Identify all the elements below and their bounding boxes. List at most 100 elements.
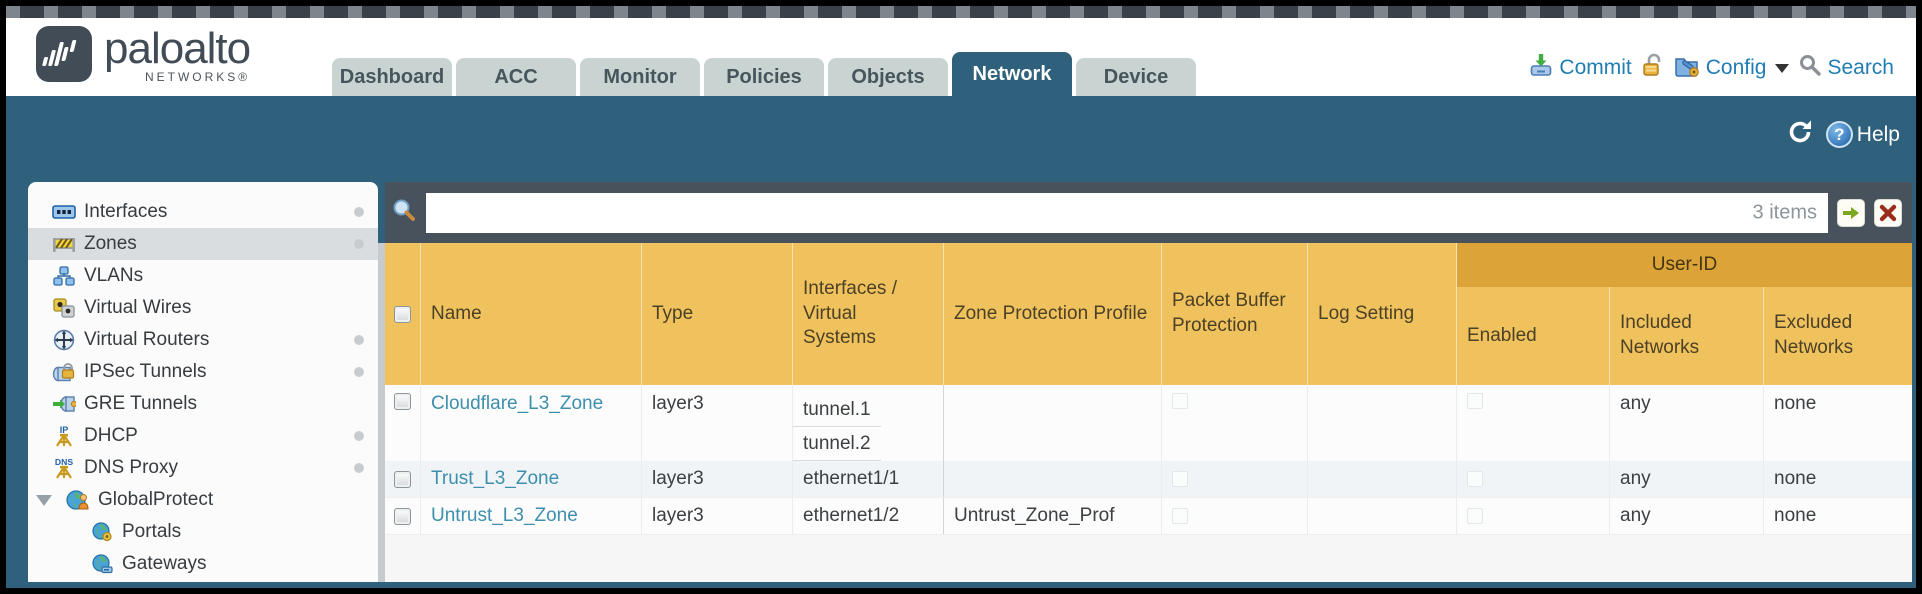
col-header-packet-buffer-protection[interactable]: Packet Buffer Protection	[1162, 243, 1308, 385]
tab-objects[interactable]: Objects	[828, 58, 948, 96]
col-header-type[interactable]: Type	[642, 243, 793, 385]
col-header-name[interactable]: Name	[421, 243, 642, 385]
sidebar-item-label: DHCP	[84, 425, 138, 446]
sidebar-item-virtual-wires[interactable]: Virtual Wires	[28, 292, 378, 324]
item-status-dot	[354, 431, 364, 441]
sidebar-item-label: Zones	[84, 233, 137, 254]
zones-table-header: User-ID Name Type Interfaces / Virtual S…	[385, 243, 1912, 385]
included-networks-cell: any	[1610, 461, 1764, 497]
tab-monitor[interactable]: Monitor	[580, 58, 700, 96]
sidebar-item-vlans[interactable]: VLANs	[28, 260, 378, 292]
interface-entry: tunnel.2	[793, 427, 881, 461]
search-icon	[1798, 53, 1822, 83]
sidebar-item-label: Virtual Routers	[84, 329, 210, 350]
lock-icon[interactable]	[1641, 52, 1665, 84]
sidebar-item-zones[interactable]: Zones	[28, 228, 378, 260]
top-dashed-strip	[6, 6, 1916, 18]
tab-acc[interactable]: ACC	[456, 58, 576, 96]
zone-type-cell: layer3	[642, 461, 793, 497]
packet-buffer-checkbox[interactable]	[1172, 508, 1188, 524]
row-checkbox[interactable]	[394, 470, 411, 488]
sidebar-item-globalprotect[interactable]: GlobalProtect	[28, 484, 378, 516]
zone-name-link[interactable]: Cloudflare_L3_Zone	[431, 393, 604, 414]
sidebar-item-dhcp[interactable]: IP DHCP	[28, 420, 378, 452]
table-empty-area	[385, 535, 1912, 582]
packet-buffer-checkbox[interactable]	[1172, 393, 1188, 409]
zone-name-link[interactable]: Untrust_L3_Zone	[431, 505, 578, 526]
tree-expand-icon[interactable]	[36, 494, 52, 506]
col-header-log-setting[interactable]: Log Setting	[1308, 243, 1457, 385]
paloalto-logo-icon	[36, 26, 92, 82]
log-setting-cell	[1308, 498, 1457, 534]
zone-protection-profile-cell: Untrust_Zone_Prof	[944, 498, 1162, 534]
tab-policies[interactable]: Policies	[704, 58, 824, 96]
col-header-excluded-networks[interactable]: Excluded Networks	[1774, 312, 1854, 358]
header-utilities: Commit Con	[1528, 52, 1894, 84]
row-checkbox-cell	[385, 385, 421, 461]
filter-input[interactable]	[427, 193, 1827, 232]
global-search-button[interactable]: Search	[1798, 53, 1894, 83]
zone-name-cell: Untrust_L3_Zone	[421, 498, 642, 534]
user-id-enabled-checkbox[interactable]	[1467, 508, 1483, 524]
sidebar-item-label: GRE Tunnels	[84, 393, 197, 414]
brand-name: paloalto	[104, 24, 251, 73]
col-header-zone-protection-profile[interactable]: Zone Protection Profile	[944, 243, 1162, 385]
sidebar-item-ipsec-tunnels[interactable]: IPSec Tunnels	[28, 356, 378, 388]
select-all-checkbox[interactable]	[394, 305, 411, 323]
item-status-dot	[354, 239, 364, 249]
tab-dashboard[interactable]: Dashboard	[332, 58, 452, 96]
sidebar-item-label: Interfaces	[84, 201, 168, 222]
excluded-networks-cell: none	[1774, 393, 1817, 414]
sidebar-item-gre-tunnels[interactable]: GRE Tunnels	[28, 388, 378, 420]
row-checkbox[interactable]	[394, 507, 411, 525]
packet-buffer-checkbox[interactable]	[1172, 471, 1188, 487]
included-networks-cell: any	[1610, 385, 1764, 461]
filter-bar: 3 items	[385, 182, 1912, 243]
included-networks-cell: any	[1610, 498, 1764, 534]
col-header-enabled[interactable]: Enabled	[1457, 243, 1610, 385]
zones-icon	[52, 232, 76, 256]
sidebar-item-interfaces[interactable]: Interfaces	[28, 196, 378, 228]
svg-text:IP: IP	[60, 425, 69, 435]
filter-search-icon	[391, 197, 417, 228]
search-label: Search	[1827, 56, 1894, 79]
config-label: Config	[1705, 56, 1767, 79]
col-header-included-networks[interactable]: Included Networks	[1610, 243, 1764, 385]
dns-proxy-icon: DNS	[52, 456, 76, 480]
red-x-icon	[1879, 204, 1897, 221]
zone-name-link[interactable]: Trust_L3_Zone	[431, 468, 560, 489]
col-header-interfaces[interactable]: Interfaces / Virtual Systems	[793, 243, 944, 385]
apply-filter-button[interactable]	[1837, 198, 1865, 227]
items-count: 3 items	[1752, 201, 1817, 223]
table-row: Cloudflare_L3_Zone layer3 tunnel.1 tunne…	[385, 385, 1912, 461]
sidebar-item-portals[interactable]: Portals	[28, 516, 378, 548]
vlans-icon	[52, 264, 76, 288]
user-id-enabled-cell	[1457, 461, 1610, 497]
table-row: Untrust_L3_Zone layer3 ethernet1/2 Untru…	[385, 498, 1912, 535]
help-button[interactable]: ? Help	[1825, 121, 1900, 148]
sidebar-item-virtual-routers[interactable]: Virtual Routers	[28, 324, 378, 356]
dhcp-icon: IP	[52, 424, 76, 448]
log-setting-cell	[1308, 385, 1457, 461]
brand-logo: paloalto NETWORKS®	[36, 24, 251, 84]
user-id-enabled-checkbox[interactable]	[1467, 471, 1483, 487]
row-checkbox[interactable]	[394, 393, 411, 410]
refresh-icon[interactable]	[1786, 118, 1814, 151]
portals-icon	[90, 520, 114, 544]
sidebar-item-gateways[interactable]: Gateways	[28, 548, 378, 580]
sidebar-item-dns-proxy[interactable]: DNS DNS Proxy	[28, 452, 378, 484]
zone-name-cell: Cloudflare_L3_Zone	[421, 385, 642, 461]
user-id-enabled-checkbox[interactable]	[1467, 393, 1483, 409]
sidebar-item-label: IPSec Tunnels	[84, 361, 207, 382]
tab-device[interactable]: Device	[1076, 58, 1196, 96]
config-dropdown[interactable]: Config	[1674, 52, 1790, 84]
clear-filter-button[interactable]	[1874, 198, 1902, 227]
packet-buffer-protection-cell	[1162, 461, 1308, 497]
tab-network[interactable]: Network	[952, 52, 1072, 96]
ipsec-tunnels-icon	[52, 360, 76, 384]
main-nav-tabs: Dashboard ACC Monitor Policies Objects N…	[332, 52, 1196, 96]
panel-divider	[378, 243, 385, 582]
green-arrow-icon	[1843, 206, 1859, 219]
commit-button[interactable]: Commit	[1528, 52, 1632, 84]
